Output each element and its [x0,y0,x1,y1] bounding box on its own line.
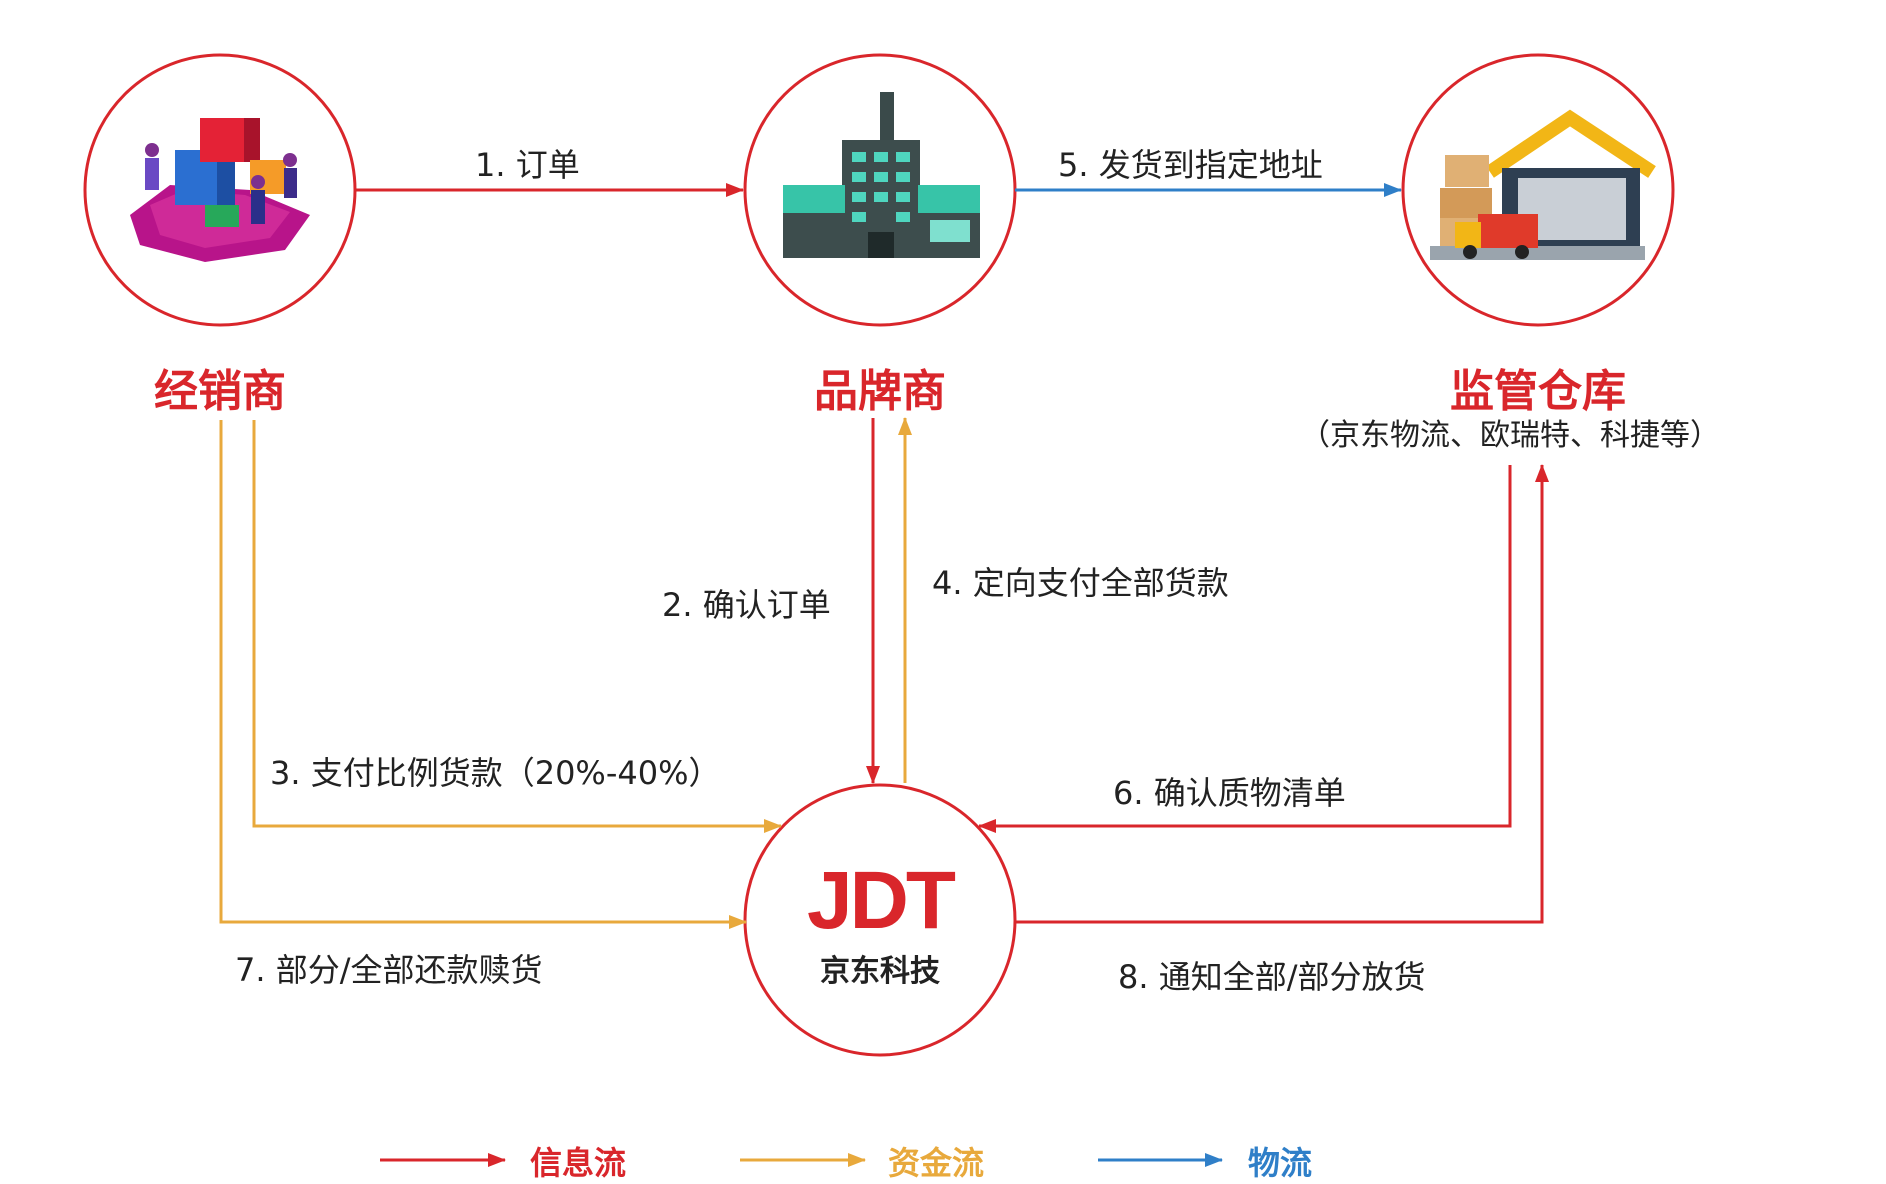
edge-4-label: 4. 定向支付全部货款 [932,564,1229,602]
jdt-logo: JDT 京东科技 [760,860,1000,990]
edge-8-label: 8. 通知全部/部分放货 [1118,958,1426,996]
edge-5-label: 5. 发货到指定地址 [1058,146,1323,184]
edge-1-label: 1. 订单 [475,146,580,184]
edge-8-line [1015,464,1549,924]
warehouse-subtitle: （京东物流、欧瑞特、科捷等） [1300,418,1720,453]
distributor-title: 经销商 [154,366,286,417]
legend-fund-label: 资金流 [888,1144,985,1182]
jdt-logo-mark: JDT [807,855,956,946]
warehouse-title: 监管仓库 [1450,366,1626,417]
jdt-name: 京东科技 [820,954,940,989]
legend-info-label: 信息流 [530,1144,627,1182]
distributor-icon [130,118,310,262]
edge-2-label: 2. 确认订单 [662,586,831,624]
warehouse-icon [1430,109,1656,260]
edge-6-line [978,465,1512,833]
edge-7-line [219,420,747,929]
brand-title: 品牌商 [814,366,946,417]
edge-3-label: 3. 支付比例货款（20%-40%） [270,754,721,792]
edge-3-line [252,420,782,833]
edge-7-label: 7. 部分/全部还款赎货 [235,951,543,989]
factory-icon [783,92,980,258]
legend-logistics-label: 物流 [1248,1144,1313,1182]
edge-6-label: 6. 确认质物清单 [1113,774,1346,812]
